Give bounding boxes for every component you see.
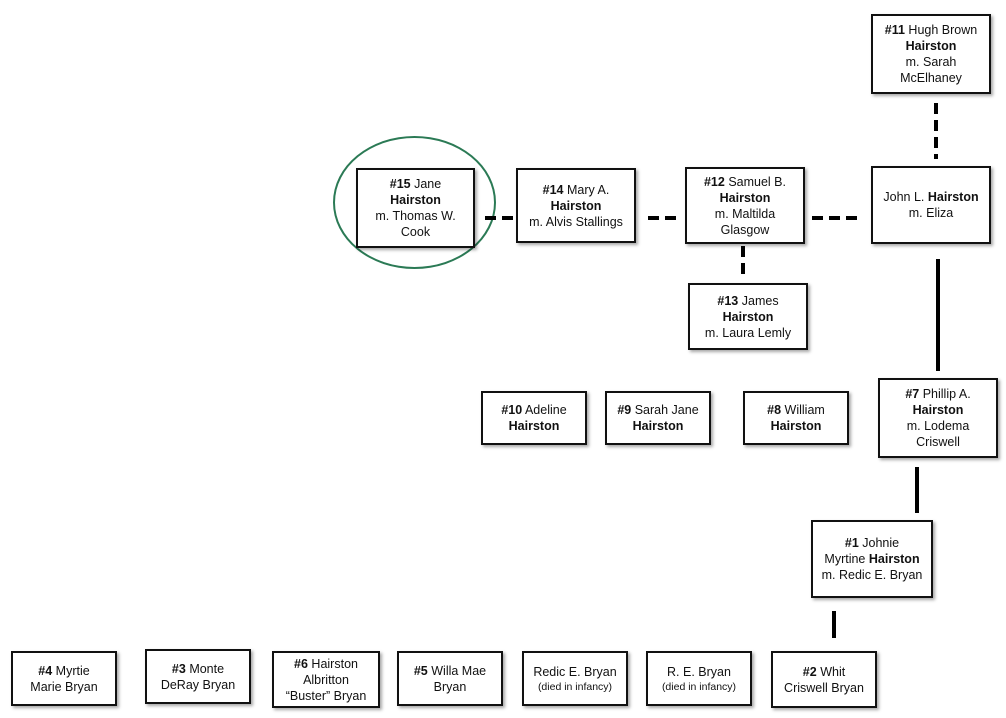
- person-surname: Hairston: [719, 190, 771, 205]
- person-surname: Hairston: [390, 193, 441, 207]
- person-number: #1: [844, 536, 859, 550]
- person-name: John L.: [883, 190, 925, 204]
- person-box-11: #11 Hugh Brown Hairston m. Sarah McElhan…: [871, 14, 991, 94]
- person-middle-name: Myrtine: [824, 552, 866, 566]
- person-number: #5: [413, 663, 428, 678]
- person-spouse: m. Laura Lemly: [704, 325, 792, 340]
- person-number: #2: [802, 664, 817, 679]
- person-number: #8: [767, 403, 782, 417]
- person-spouse: m. Sarah: [905, 55, 957, 69]
- person-spouse: m. Redic E. Bryan: [821, 568, 923, 582]
- person-name: Jane: [414, 177, 442, 191]
- person-box-7: #7 Phillip A. Hairston m. Lodema Criswel…: [878, 378, 998, 458]
- person-surname: Hairston: [722, 309, 774, 324]
- person-name: Adeline: [524, 403, 567, 417]
- person-note: (died in infancy): [661, 680, 737, 693]
- person-name-cont: Marie Bryan: [30, 679, 98, 694]
- person-surname: Hairston: [770, 419, 822, 433]
- person-note: (died in infancy): [537, 680, 613, 693]
- person-name: Whit: [820, 664, 846, 679]
- person-box-john: John L. Hairston m. Eliza: [871, 166, 991, 244]
- person-name-cont: Albritton: [303, 672, 349, 687]
- person-surname: Hairston: [927, 190, 979, 204]
- person-spouse: m. Eliza: [908, 206, 954, 220]
- person-spouse: m. Lodema: [906, 419, 970, 433]
- person-box-14: #14 Mary A. Hairston m. Alvis Stallings: [516, 168, 636, 243]
- person-box-1: #1 Johnie Myrtine Hairston m. Redic E. B…: [811, 520, 933, 598]
- person-surname: Hairston: [508, 419, 560, 433]
- person-box-8: #8 William Hairston: [743, 391, 849, 445]
- person-name: James: [741, 293, 779, 308]
- person-name: Hugh Brown: [908, 23, 978, 37]
- person-number: #6: [294, 656, 308, 671]
- connector-dashed-12-john: [812, 216, 858, 220]
- person-box-redic: Redic E. Bryan (died in infancy): [522, 651, 628, 706]
- person-box-12: #12 Samuel B. Hairston m. Maltilda Glasg…: [685, 167, 805, 244]
- person-surname: Hairston: [550, 198, 602, 213]
- connector-7-1: [915, 467, 919, 513]
- person-number: #12: [703, 174, 725, 189]
- person-surname: Hairston: [868, 552, 920, 566]
- person-number: #11: [884, 23, 905, 37]
- connector-dashed-12-13: [741, 246, 745, 276]
- person-box-9: #9 Sarah Jane Hairston: [605, 391, 711, 445]
- connector-dashed-15-14: [485, 216, 515, 220]
- person-number: #14: [542, 182, 564, 197]
- person-name: R. E. Bryan: [667, 664, 731, 679]
- person-box-13: #13 James Hairston m. Laura Lemly: [688, 283, 808, 350]
- person-spouse-cont: Glasgow: [720, 222, 770, 237]
- person-number: #10: [501, 403, 523, 417]
- person-name: Sarah Jane: [634, 403, 699, 417]
- person-name: Phillip A.: [922, 387, 971, 401]
- person-surname: Hairston: [632, 419, 684, 433]
- person-name: Mary A.: [566, 182, 610, 197]
- person-spouse-cont: McElhaney: [900, 71, 962, 85]
- person-box-2: #2 Whit Criswell Bryan: [771, 651, 877, 708]
- person-name-cont: Bryan: [433, 679, 467, 694]
- connector-1-2: [832, 611, 836, 638]
- person-name: Willa Mae: [431, 663, 487, 678]
- person-name: William: [784, 403, 825, 417]
- person-box-5: #5 Willa Mae Bryan: [397, 651, 503, 706]
- person-name: Hairston: [311, 656, 358, 671]
- person-name: Johnie: [862, 536, 900, 550]
- person-number: #7: [905, 387, 920, 401]
- person-number: #9: [617, 403, 632, 417]
- person-box-15: #15 Jane Hairston m. Thomas W. Cook: [356, 168, 475, 248]
- person-name: Redic E. Bryan: [533, 664, 617, 679]
- person-surname: Hairston: [905, 39, 957, 53]
- person-box-4: #4 Myrtie Marie Bryan: [11, 651, 117, 706]
- person-box-3: #3 Monte DeRay Bryan: [145, 649, 251, 704]
- person-name: Myrtie: [55, 663, 90, 678]
- person-spouse: m. Alvis Stallings: [529, 214, 623, 229]
- person-box-re: R. E. Bryan (died in infancy): [646, 651, 752, 706]
- connector-dashed-11-john: [934, 103, 938, 159]
- person-name-cont: DeRay Bryan: [160, 677, 236, 692]
- person-name-cont: “Buster” Bryan: [285, 688, 367, 703]
- person-spouse: m. Thomas W.: [375, 209, 456, 223]
- highlight-circle: [333, 136, 496, 269]
- person-number: #4: [38, 663, 53, 678]
- person-box-10: #10 Adeline Hairston: [481, 391, 587, 445]
- person-surname: Hairston: [912, 403, 964, 417]
- connector-john-7: [936, 259, 940, 371]
- person-spouse-cont: Criswell: [916, 435, 960, 449]
- person-number: #3: [171, 661, 186, 676]
- person-number: #13: [717, 293, 739, 308]
- person-number: #15: [389, 177, 411, 191]
- connector-dashed-14-12: [648, 216, 678, 220]
- person-spouse-cont: Cook: [400, 225, 431, 239]
- person-name-cont: Criswell Bryan: [784, 680, 864, 695]
- person-name: Samuel B.: [728, 174, 786, 189]
- person-spouse: m. Maltilda: [714, 206, 776, 221]
- person-name: Monte: [189, 661, 225, 676]
- person-box-6: #6 Hairston Albritton “Buster” Bryan: [272, 651, 380, 708]
